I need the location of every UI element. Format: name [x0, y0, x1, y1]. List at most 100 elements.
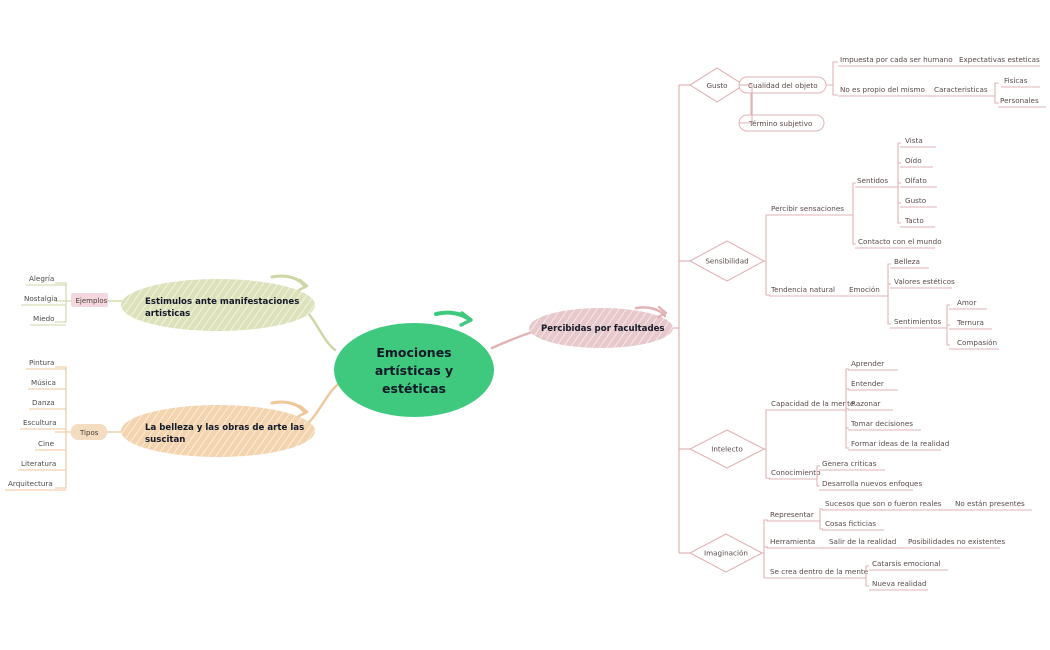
node-genera-criticas[interactable]: Genera criticas: [819, 459, 885, 471]
node-cosas-label: Cosas ficticias: [825, 519, 876, 528]
node-herramienta[interactable]: Herramienta: [767, 537, 820, 549]
node-cosas-ficticias[interactable]: Cosas ficticias: [822, 519, 884, 531]
branch-belleza-ellipse[interactable]: [121, 405, 315, 457]
center-node[interactable]: Emociones artísticas y estéticas: [334, 310, 494, 417]
leaf-literatura[interactable]: Literatura: [18, 459, 66, 471]
node-razonar[interactable]: Razonar: [848, 399, 893, 411]
node-olfato-label: Olfato: [905, 176, 927, 185]
center-node-ellipse[interactable]: [334, 323, 494, 417]
node-gusto-sentido[interactable]: Gusto: [900, 196, 937, 208]
node-impuesta[interactable]: Impuesta por cada ser humano: [838, 55, 953, 67]
node-sentidos[interactable]: Sentidos: [855, 176, 895, 188]
pill-tipos[interactable]: [71, 424, 107, 440]
node-sensibilidad[interactable]: Sensibilidad: [688, 240, 766, 282]
node-olfato[interactable]: Olfato: [900, 176, 937, 188]
leaf-alegria-label: Alegría: [29, 274, 54, 283]
node-salir-label: Salir de la realidad: [829, 537, 896, 546]
node-fisicas[interactable]: Fisicas: [1001, 76, 1040, 88]
node-conocimiento-label: Conocimiento: [771, 468, 821, 477]
node-intelecto[interactable]: Intelecto: [688, 429, 766, 469]
leaf-nostalgia[interactable]: Nostalgia: [21, 294, 66, 306]
emocion-child-edges: [885, 263, 891, 325]
node-sucesos-reales[interactable]: Sucesos que son o fueron reales: [822, 499, 942, 511]
node-expectativas[interactable]: Expectativas esteticas: [940, 55, 1040, 67]
node-gusto[interactable]: Gusto: [688, 67, 746, 103]
gusto-child-edges: [739, 84, 753, 124]
node-termino-label: Término subjetivo: [748, 119, 812, 128]
node-no-estan-presentes[interactable]: No están presentes: [938, 499, 1032, 511]
leaf-cine[interactable]: Cine: [35, 439, 66, 451]
node-emocion[interactable]: Emoción: [840, 285, 885, 297]
node-secrea-label: Se crea dentro de la mente: [770, 567, 869, 576]
branch-belleza[interactable]: La belleza y las obras de arte las susci…: [5, 358, 315, 491]
node-expectativas-label: Expectativas esteticas: [959, 55, 1040, 64]
node-sentimientos[interactable]: Sentimientos: [890, 317, 944, 329]
node-personales-label: Personales: [1000, 96, 1039, 105]
node-sucesos-label: Sucesos que son o fueron reales: [825, 499, 942, 508]
branch-facultades-label: Percibidas por facultades: [541, 324, 665, 334]
node-percibir-sensaciones[interactable]: Percibir sensaciones: [769, 204, 849, 216]
node-imaginacion[interactable]: Imaginación: [688, 533, 764, 573]
node-se-crea-dentro-de-la-mente[interactable]: Se crea dentro de la mente: [767, 567, 869, 579]
node-noespropio[interactable]: No es propio del mismo: [838, 85, 925, 97]
node-conocimiento[interactable]: Conocimiento: [769, 468, 821, 480]
node-oido[interactable]: Oído: [900, 156, 933, 168]
node-percibir-label: Percibir sensaciones: [771, 204, 844, 213]
node-amor[interactable]: Amor: [949, 298, 987, 310]
leaf-miedo[interactable]: Miedo: [30, 314, 66, 326]
node-representar[interactable]: Representar: [767, 510, 818, 522]
node-entender[interactable]: Entender: [848, 379, 898, 391]
node-desarrolla-enfoques[interactable]: Desarrolla nuevos enfoques: [819, 479, 922, 491]
node-posibilidades-no-existentes[interactable]: Posibilidades no existentes: [896, 537, 1005, 549]
node-nueva-realidad[interactable]: Nueva realidad: [869, 579, 928, 591]
branch-facultades-ellipse[interactable]: [529, 308, 673, 348]
leaf-musica-label: Música: [31, 378, 56, 387]
node-desarrolla-label: Desarrolla nuevos enfoques: [822, 479, 922, 488]
branch-estimulos[interactable]: Estimulos ante manifestaciones artistica…: [21, 274, 315, 331]
node-contacto-con-el-mundo[interactable]: Contacto con el mundo: [855, 237, 942, 249]
node-valores-esteticos[interactable]: Valores estéticos: [890, 277, 955, 289]
node-ternura[interactable]: Ternura: [949, 318, 992, 330]
node-gusto-sentido-label: Gusto: [905, 196, 926, 205]
node-catarsis-emocional[interactable]: Catarsis emocional: [869, 559, 948, 571]
node-tacto-label: Tacto: [904, 216, 924, 225]
leaf-danza[interactable]: Danza: [29, 398, 66, 410]
leaf-musica[interactable]: Música: [28, 378, 66, 390]
leaf-escultura[interactable]: Escultura: [20, 418, 66, 430]
leaf-danza-label: Danza: [32, 398, 55, 407]
node-tomar-decisiones[interactable]: Tomar decisiones: [848, 419, 921, 431]
node-noestan-label: No están presentes: [955, 499, 1025, 508]
branch-estimulos-ellipse[interactable]: [121, 279, 315, 331]
node-genera-label: Genera criticas: [822, 459, 877, 468]
node-emocion-label: Emoción: [849, 285, 880, 294]
node-personales[interactable]: Personales: [998, 96, 1046, 108]
secrea-child-edges: [864, 565, 869, 587]
leaf-pintura-label: Pintura: [29, 358, 54, 367]
node-amor-label: Amor: [957, 298, 976, 307]
node-contacto-label: Contacto con el mundo: [858, 237, 942, 246]
capacidad-child-edges: [845, 368, 849, 449]
node-gusto-label: Gusto: [706, 81, 727, 90]
leaf-alegria[interactable]: Alegría: [26, 274, 66, 286]
node-aprender[interactable]: Aprender: [848, 359, 898, 371]
node-formar-ideas[interactable]: Formar ideas de la realidad: [848, 439, 949, 451]
node-tendencia-natural[interactable]: Tendencia natural: [769, 285, 840, 297]
node-belleza-emocion[interactable]: Belleza: [890, 257, 929, 269]
pill-ejemplos[interactable]: [71, 293, 108, 307]
node-compasion[interactable]: Compasión: [949, 338, 999, 350]
leaf-pintura[interactable]: Pintura: [26, 358, 66, 370]
node-representar-label: Representar: [770, 510, 814, 519]
node-tacto[interactable]: Tacto: [900, 216, 935, 228]
branch-facultades[interactable]: Percibidas por facultades: [529, 305, 673, 348]
node-capacidad-de-la-mente[interactable]: Capacidad de la mente: [769, 399, 855, 411]
node-salir-de-la-realidad[interactable]: Salir de la realidad: [820, 537, 896, 549]
node-vista[interactable]: Vista: [900, 136, 936, 148]
sentimientos-child-edges: [944, 304, 950, 346]
pill-ejemplos-label: Ejemplos: [76, 297, 108, 305]
branch-estimulos-label-line1: Estimulos ante manifestaciones: [145, 297, 299, 307]
node-tendencia-label: Tendencia natural: [770, 285, 835, 294]
leaf-arquitectura[interactable]: Arquitectura: [5, 479, 66, 491]
node-caracteristicas[interactable]: Caracteristicas: [925, 85, 990, 97]
node-belleza-emocion-label: Belleza: [894, 257, 920, 266]
